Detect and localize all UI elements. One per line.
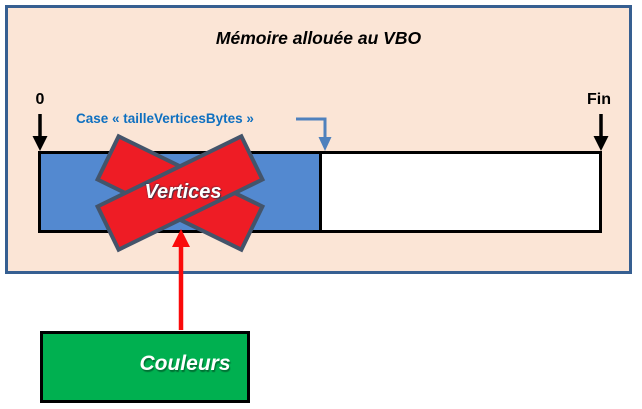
taille-vertices-bytes-label: Case « tailleVerticesBytes » [76,111,254,126]
start-offset-label: 0 [35,91,45,108]
panel-title: Mémoire allouée au VBO [215,28,422,48]
vbo-memory-panel: Mémoire allouée au VBO [5,5,632,274]
couleurs-box [40,331,250,403]
vertices-label: Vertices [144,181,222,203]
couleurs-label: Couleurs [139,352,231,375]
end-offset-label: Fin [587,91,611,108]
